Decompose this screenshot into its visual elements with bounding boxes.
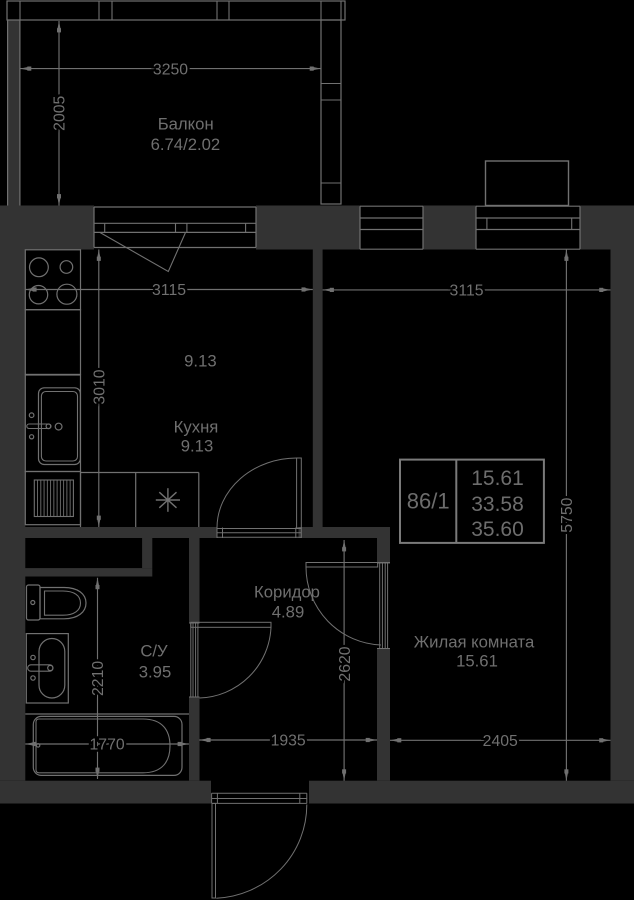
svg-text:2620: 2620 (337, 646, 354, 681)
svg-text:3115: 3115 (152, 282, 186, 299)
svg-text:9.13: 9.13 (184, 351, 216, 370)
svg-text:1770: 1770 (90, 737, 125, 754)
svg-text:4.89: 4.89 (272, 602, 304, 621)
svg-text:2210: 2210 (90, 661, 107, 696)
svg-text:С/У: С/У (140, 641, 168, 660)
svg-text:3010: 3010 (91, 369, 108, 404)
svg-text:9.13: 9.13 (181, 437, 213, 456)
svg-text:3250: 3250 (153, 61, 188, 78)
svg-text:2405: 2405 (483, 733, 518, 750)
svg-text:5750: 5750 (559, 497, 576, 532)
svg-text:15.61: 15.61 (471, 467, 524, 490)
svg-text:3115: 3115 (450, 283, 484, 300)
svg-text:Балкон: Балкон (158, 114, 214, 133)
svg-text:33.58: 33.58 (471, 493, 524, 516)
svg-text:Кухня: Кухня (174, 418, 219, 437)
svg-text:35.60: 35.60 (471, 518, 524, 541)
svg-text:6.74/2.02: 6.74/2.02 (151, 135, 221, 154)
svg-text:86/1: 86/1 (407, 489, 450, 514)
svg-text:3.95: 3.95 (139, 662, 171, 681)
svg-text:Жилая комната: Жилая комната (414, 632, 535, 651)
svg-text:15.61: 15.61 (456, 652, 498, 671)
svg-text:Коридор: Коридор (254, 583, 320, 602)
svg-text:2005: 2005 (52, 95, 69, 130)
svg-text:1935: 1935 (271, 733, 306, 750)
